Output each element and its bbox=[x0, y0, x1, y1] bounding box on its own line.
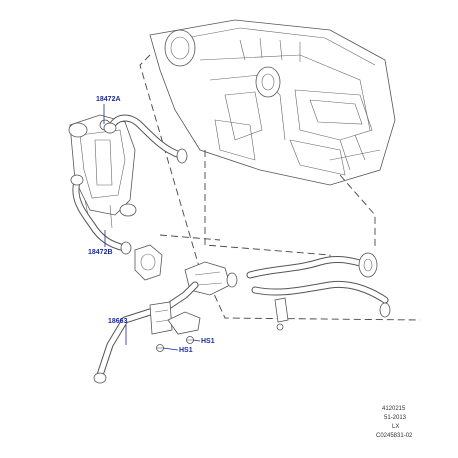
coolant-pump bbox=[134, 244, 238, 296]
screw-hs1-lower bbox=[156, 344, 164, 352]
ref-line-2: 51-2013 bbox=[384, 415, 407, 421]
callout-18663: 18663 bbox=[108, 318, 128, 325]
hose-18472a bbox=[103, 114, 188, 164]
heater-pipes bbox=[246, 252, 391, 331]
callout-hs1-lower: HS1 bbox=[179, 347, 193, 354]
ref-line-1: 4120215 bbox=[382, 406, 406, 412]
callout-hs1-upper: HS1 bbox=[201, 338, 215, 345]
leader-lines bbox=[103, 104, 201, 351]
ref-line-4: C0245831-02 bbox=[376, 433, 413, 439]
valve-bracket bbox=[68, 114, 137, 229]
screw-hs1-upper bbox=[186, 336, 194, 344]
ref-line-3: LX bbox=[392, 424, 399, 430]
callout-18472a: 18472A bbox=[96, 96, 121, 103]
callout-18472b: 18472B bbox=[88, 249, 113, 256]
hvac-housing bbox=[149, 19, 396, 186]
tube-18663 bbox=[93, 281, 201, 384]
hose-18472b bbox=[70, 174, 132, 255]
